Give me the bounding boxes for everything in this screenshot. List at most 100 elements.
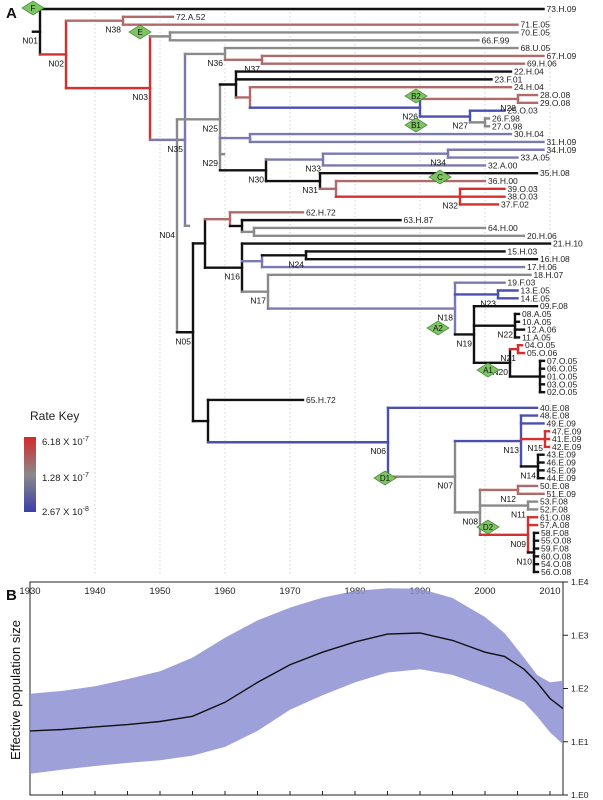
tip-label: 10.A.05	[522, 317, 552, 327]
tip-label: 22.H.04	[514, 67, 544, 77]
node-label: N01	[22, 36, 38, 46]
tip-label: 25.O.03	[508, 106, 539, 116]
clade-marker-label: A2	[433, 324, 443, 333]
tip-label: 37.F.02	[501, 199, 529, 209]
node-label: N14	[520, 470, 536, 480]
clade-marker	[476, 519, 500, 535]
tip-label: 65.H.72	[306, 395, 336, 405]
y-tick-label: 1.E4	[571, 577, 589, 587]
clade-marker-label: A1	[483, 366, 493, 375]
node-label: N37	[244, 64, 260, 74]
tip-label: 29.O.08	[540, 98, 571, 108]
clade-marker-label: B2	[411, 92, 421, 101]
clade-marker	[21, 0, 45, 16]
tip-label: 38.O.03	[508, 192, 539, 202]
node-label: N22	[497, 330, 513, 340]
tip-label: 51.E.09	[547, 489, 577, 499]
node-label: N19	[456, 338, 472, 348]
tip-label: 30.H.04	[514, 129, 544, 139]
rate-key-high: 6.18 X 10-7	[42, 436, 89, 448]
tip-label: 68.U.05	[521, 43, 551, 53]
confidence-band	[30, 588, 563, 774]
tip-label: 18.H.07	[534, 270, 564, 280]
clade-marker-label: C	[437, 173, 443, 182]
tip-label: 11.A.05	[522, 332, 551, 342]
clade-marker	[476, 362, 500, 378]
tip-label: 70.E.05	[521, 27, 551, 37]
tree-branches	[31, 7, 552, 574]
tip-label: 63.H.87	[404, 215, 434, 225]
tip-label: 62.H.72	[306, 207, 336, 217]
node-label: N24	[288, 259, 304, 269]
node-label: N33	[305, 164, 321, 174]
tip-label: 60.O.08	[541, 551, 572, 561]
tip-label: 72.A.52	[176, 12, 206, 22]
node-label: N25	[202, 123, 218, 133]
tip-label: 56.O.08	[541, 567, 572, 577]
tip-label: 01.O.05	[547, 372, 578, 382]
tip-label: 50.E.08	[540, 481, 570, 491]
clade-marker	[428, 169, 452, 185]
tip-label: 14.E.05	[521, 293, 551, 303]
tip-label: 31.H.09	[547, 137, 577, 147]
node-label: N17	[250, 296, 266, 306]
y-axis-ticks: 1.E01.E11.E21.E31.E4	[563, 577, 589, 800]
rate-key-title: Rate Key	[30, 409, 79, 423]
node-label: N38	[105, 25, 121, 35]
node-label: N23	[480, 298, 496, 308]
tip-label: 02.O.05	[547, 387, 578, 397]
node-label: N18	[437, 313, 453, 323]
tip-label: 44.E.09	[547, 473, 577, 483]
y-tick-label: 1.E1	[571, 737, 589, 747]
y-tick-label: 1.E3	[571, 630, 589, 640]
node-label: N13	[503, 445, 519, 455]
tip-label: 20.H.06	[527, 231, 557, 241]
panel-a-label: A	[6, 5, 17, 22]
tip-label: 54.O.08	[541, 559, 572, 569]
tip-label: 43.E.09	[547, 450, 577, 460]
clade-marker	[404, 88, 428, 104]
tip-label: 45.E.09	[547, 465, 577, 475]
tip-label: 16.H.08	[540, 254, 570, 264]
node-label: N05	[175, 336, 191, 346]
year-label: 1940	[84, 586, 105, 597]
year-label: 1960	[214, 586, 235, 597]
tip-labels: 73.H.0972.A.5271.E.0570.E.0566.F.9968.U.…	[176, 4, 583, 577]
tip-label: 61.O.08	[540, 512, 571, 522]
clade-marker-label: B1	[411, 121, 421, 130]
tip-label: 47.E.09	[552, 426, 582, 436]
phylogenetic-tree: 73.H.0972.A.5271.E.0570.E.0566.F.9968.U.…	[21, 0, 583, 577]
clade-marker	[373, 470, 397, 486]
node-label: N07	[437, 481, 453, 491]
tip-label: 32.A.00	[488, 160, 518, 170]
tip-label: 35.H.08	[540, 168, 570, 178]
tip-label: 69.H.06	[527, 59, 557, 69]
tip-label: 55.O.08	[541, 536, 572, 546]
tip-label: 15.H.03	[508, 246, 538, 256]
node-labels: N38N37N36N28N27N26N34N33N32N31N30N29N25N…	[22, 25, 543, 567]
node-label: N03	[132, 92, 148, 102]
node-label: N06	[370, 446, 386, 456]
year-gridlines	[94, 8, 551, 575]
y-tick-label: 1.E2	[571, 684, 589, 694]
tip-label: 36.H.00	[488, 176, 518, 186]
population-size-chart: 1.E01.E11.E21.E31.E4 Effective populatio…	[8, 577, 589, 800]
node-label: N32	[442, 201, 458, 211]
node-label: N29	[202, 158, 218, 168]
tip-label: 73.H.09	[547, 4, 577, 14]
tip-label: 21.H.10	[553, 239, 583, 249]
node-label: N02	[48, 58, 64, 68]
tip-label: 48.E.08	[540, 411, 570, 421]
tip-label: 05.O.06	[527, 348, 558, 358]
year-label: 1950	[149, 586, 170, 597]
clade-marker-label: D2	[483, 523, 494, 532]
tip-label: 04.O.05	[525, 340, 556, 350]
year-label: 2010	[539, 586, 560, 597]
tip-label: 39.O.03	[508, 184, 539, 194]
year-axis: 193019401950196019701980199020002010	[19, 586, 560, 597]
tip-label: 41.E.09	[552, 434, 582, 444]
tip-label: 64.H.00	[488, 223, 518, 233]
x-axis-ticks	[62, 791, 551, 795]
